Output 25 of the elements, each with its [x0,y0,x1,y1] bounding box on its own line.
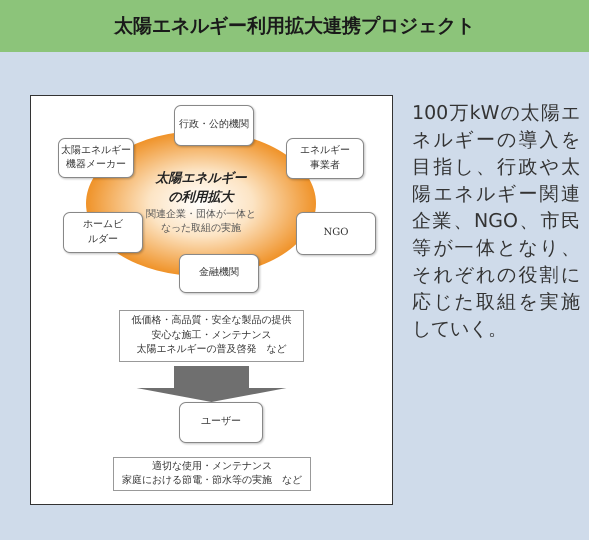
rounded-box [179,254,259,293]
text-box [119,310,304,362]
rounded-box [286,138,364,179]
text-line: 適切な使用・メンテナンス [152,460,272,474]
text-line: 太陽エネルギーの普及啓発 など [136,343,286,358]
box-label: 行政・公的機関 [179,118,249,132]
text-line: 低価格・高品質・安全な製品の提供 [132,314,292,328]
rounded-box [58,138,134,178]
rounded-box [63,212,143,253]
box-label: ユーザー [201,415,241,430]
description-text: 100万kWの太陽エネルギーの導入を目指し、行政や太陽エネルギー関連企業、NGO、市民等が一体となり、それぞれの役割に応じた取組を実施していく。 [412,101,580,342]
rounded-box [179,402,263,443]
text-box [113,457,311,491]
box-label: NGO [324,226,348,240]
box-label: 金融機関 [199,266,239,280]
text-line: 家庭における節電・節水等の実施 など [122,474,302,488]
text-line: 安心な施工・メンテナンス [152,328,272,343]
rounded-box [296,212,376,255]
box-label: エネルギー事業者 [299,144,351,172]
box-label: ホームビルダー [82,218,124,246]
box-label: 太陽エネルギー機器メーカー [60,144,132,172]
body-text: 関連企業・団体が一体となった取組の実施 [145,208,257,236]
title: 太陽エネルギー利用拡大連携プロジェクト [114,14,475,39]
rounded-box [174,105,254,146]
heading-text: 太陽エネルギーの利用拡大 [154,170,248,207]
